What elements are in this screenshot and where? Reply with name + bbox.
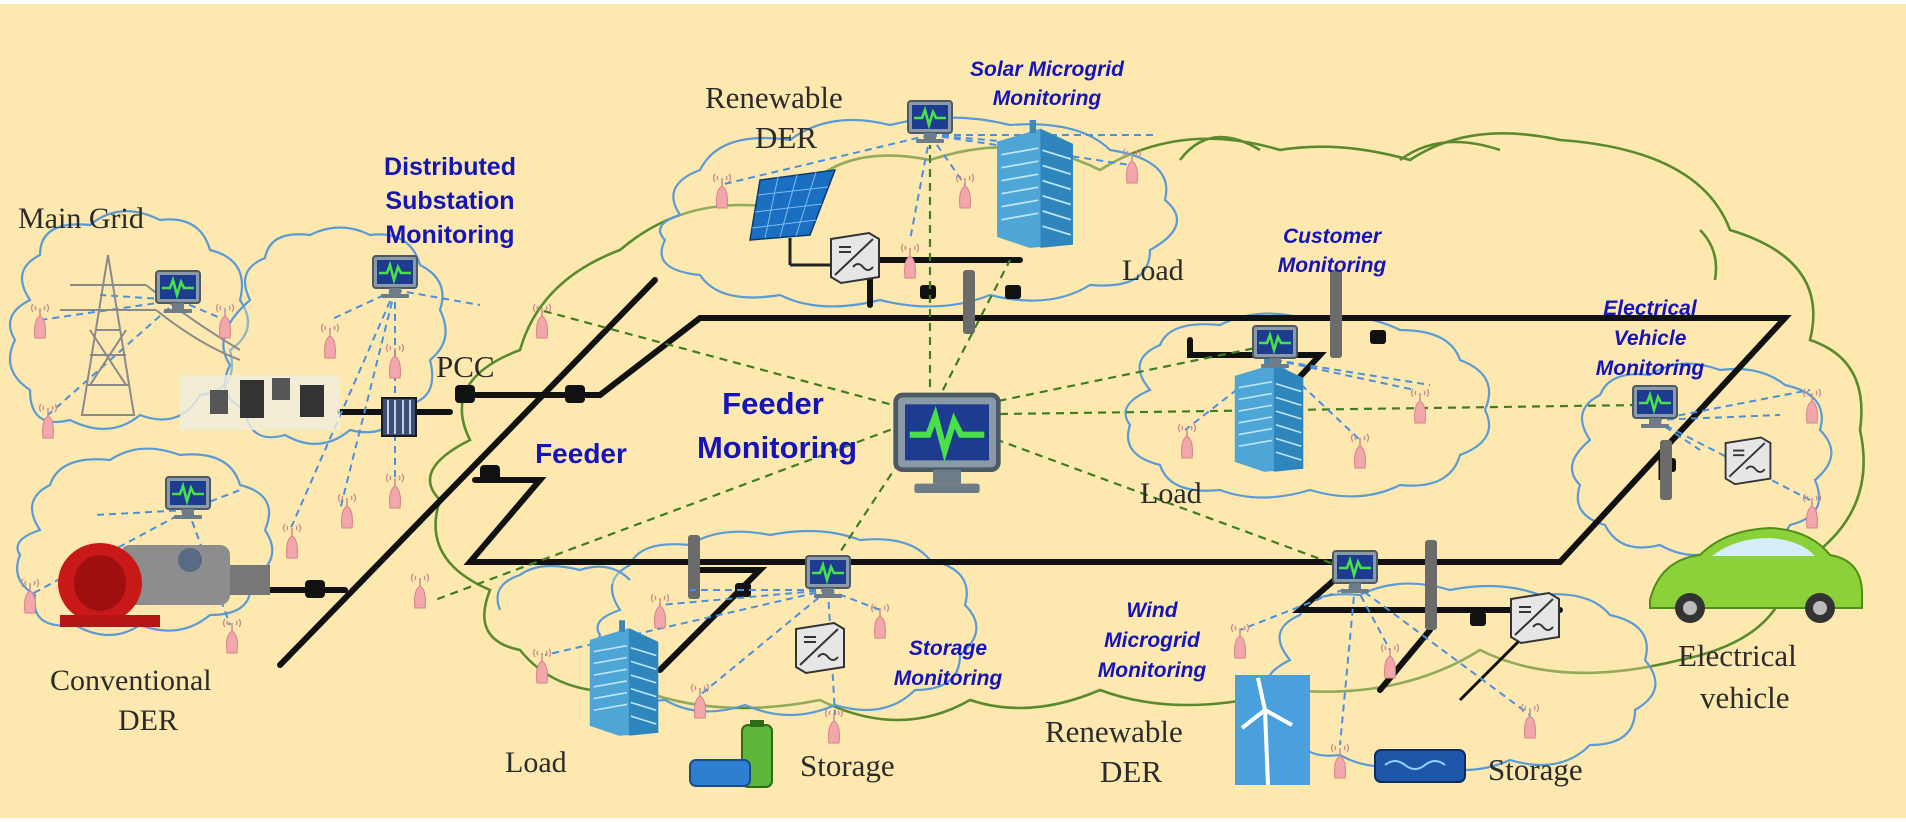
label-feeder-monitoring-2: Monitoring [697,430,857,465]
solar-load-building-icon [996,120,1074,249]
label-electrical-vehicle-1: Electrical [1678,638,1797,673]
label-renewable-der-bottom-2: DER [1100,754,1162,789]
wind-turbine-icon [1235,675,1310,786]
label-pcc: PCC [436,349,495,384]
solar-inverter-icon [830,232,880,284]
label-wind-microgrid-2: Microgrid [1104,629,1201,652]
label-conventional-der-2: DER [118,704,178,737]
monitoring-labels: Distributed Substation Monitoring Solar … [384,58,1704,690]
label-solar-microgrid-2: Monitoring [993,87,1102,110]
substation-icon [180,375,340,430]
label-electrical-vehicle-mon-3: Monitoring [1596,357,1705,380]
bus-poles [688,270,1672,630]
solar-panel-icon [749,169,837,267]
label-electrical-vehicle-2: vehicle [1700,680,1790,715]
label-conventional-der-1: Conventional [50,664,212,697]
label-electrical-vehicle-mon-1: Electrical [1603,297,1698,320]
label-renewable-der-top-1: Renewable [705,80,843,115]
generator-icon [58,543,270,627]
customer-building-icon [1233,355,1305,473]
label-electrical-vehicle-mon-2: Vehicle [1614,327,1687,350]
label-feeder-monitoring-1: Feeder [722,386,824,421]
label-renewable-der-bottom-1: Renewable [1045,714,1183,749]
label-main-grid: Main Grid [18,202,144,235]
label-load-middle: Load [1140,477,1202,510]
ev-inverter-icon [1724,436,1772,486]
storage-battery-icon [1374,749,1466,783]
label-feeder: Feeder [535,438,627,469]
label-distributed-substation-3: Monitoring [385,221,514,249]
main-grid-cloud [8,210,250,430]
equipment-labels: Main Grid Renewable DER PCC Load Load Lo… [18,80,1797,789]
electric-car-icon [1649,526,1863,623]
label-wind-microgrid-1: Wind [1126,599,1178,622]
label-load-top: Load [1122,254,1184,287]
label-customer-2: Monitoring [1278,254,1387,277]
label-storage-mon-2: Monitoring [894,667,1003,690]
label-storage-right: Storage [1488,752,1583,787]
transmission-tower-icon [60,254,241,416]
label-distributed-substation-2: Substation [385,187,514,215]
storage-load-building-icon [588,620,660,737]
transformer-icon [381,397,417,437]
label-wind-microgrid-3: Monitoring [1098,659,1207,682]
label-solar-microgrid-1: Solar Microgrid [970,58,1125,81]
wind-inverter-icon [1510,592,1560,644]
label-storage-bottom: Storage [800,748,895,783]
label-storage-mon-1: Storage [909,637,988,660]
label-renewable-der-top-2: DER [755,120,817,155]
storage-inverter-icon [795,622,845,674]
solar-microgrid-cloud [658,116,1178,308]
label-distributed-substation-1: Distributed [384,153,516,181]
label-load-bottom: Load [505,746,567,779]
label-customer-1: Customer [1283,225,1383,248]
customer-cloud [1124,312,1491,499]
battery-icon [689,720,773,788]
conventional-der-cloud [16,447,274,636]
